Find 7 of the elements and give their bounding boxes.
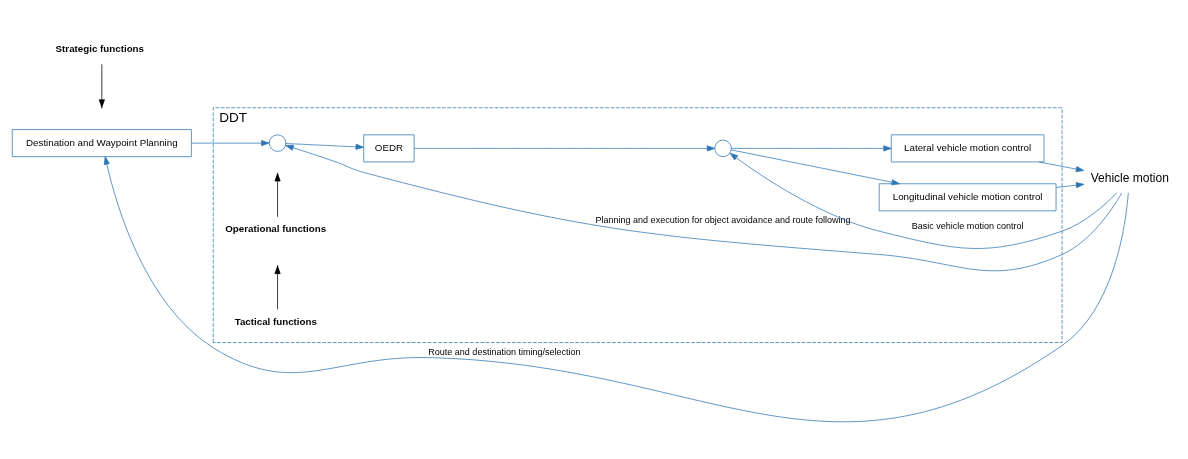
edge-label: Basic vehicle motion control	[911, 220, 1024, 231]
node-text: Tactical functions	[234, 315, 317, 327]
node-text: Strategic functions	[55, 43, 145, 55]
edge-label: Planning and execution for object avoidance and route following	[595, 215, 851, 226]
edge-label: Route and destination timing/selection	[428, 347, 581, 358]
node-text: Operational functions	[225, 223, 327, 235]
node-text: Vehicle motion	[1090, 171, 1169, 186]
